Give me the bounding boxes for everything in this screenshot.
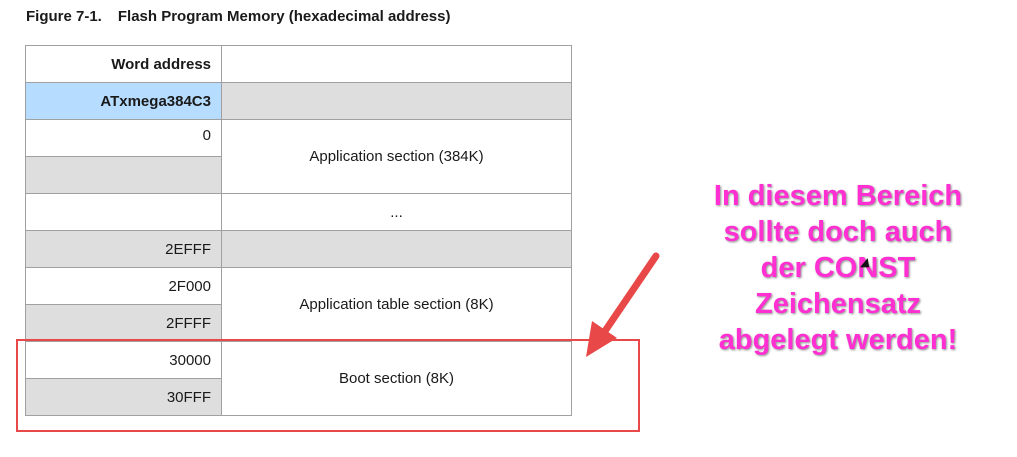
flash-memory-table: Word address ATxmega384C3 0 Application …	[25, 45, 572, 416]
boot-section-cell: Boot section (8K)	[221, 341, 572, 416]
ellipsis-cell: ...	[221, 193, 572, 231]
address-cell-app-end: 2EFFF	[25, 230, 222, 268]
application-table-section-cell: Application table section (8K)	[221, 267, 572, 342]
table-row	[25, 156, 572, 194]
table-row: ATxmega384C3	[25, 82, 572, 120]
table-row: 2FFFF	[25, 304, 572, 342]
figure-caption: Figure 7-1. Flash Program Memory (hexadec…	[26, 8, 450, 25]
annotation-note: In diesem Bereich sollte doch auch der C…	[680, 178, 996, 358]
table-row: 30000 Boot section (8K)	[25, 341, 572, 416]
table-row: 2EFFF	[25, 230, 572, 268]
boot-section-highlight-box	[16, 339, 640, 432]
device-empty-cell	[221, 82, 572, 120]
annotation-line: In diesem Bereich	[713, 180, 963, 212]
table-row: 0 Application section (384K)	[25, 119, 572, 194]
table-row: ...	[25, 193, 572, 231]
address-cell-empty	[25, 156, 222, 194]
address-cell-boot-end: 30FFF	[25, 378, 222, 416]
table-row: 30FFF	[25, 378, 572, 416]
table-row: 2F000 Application table section (8K)	[25, 267, 572, 342]
column-header-empty	[221, 45, 572, 83]
figure-title: Flash Program Memory (hexadecimal addres…	[117, 8, 451, 25]
address-cell-boot-start: 30000	[25, 341, 222, 379]
annotation-line: der CONST	[760, 252, 916, 284]
device-name-cell: ATxmega384C3	[25, 82, 222, 120]
address-cell-apptable-end: 2FFFF	[25, 304, 222, 342]
address-cell-empty	[25, 193, 222, 231]
annotation-line: sollte doch auch	[723, 216, 953, 248]
figure-number: Figure 7-1.	[26, 8, 102, 25]
section-empty-cell	[221, 230, 572, 268]
annotation-line: abgelegt werden!	[718, 324, 958, 356]
application-section-cell: Application section (384K)	[221, 119, 572, 194]
annotation-line: Zeichensatz	[755, 288, 921, 320]
